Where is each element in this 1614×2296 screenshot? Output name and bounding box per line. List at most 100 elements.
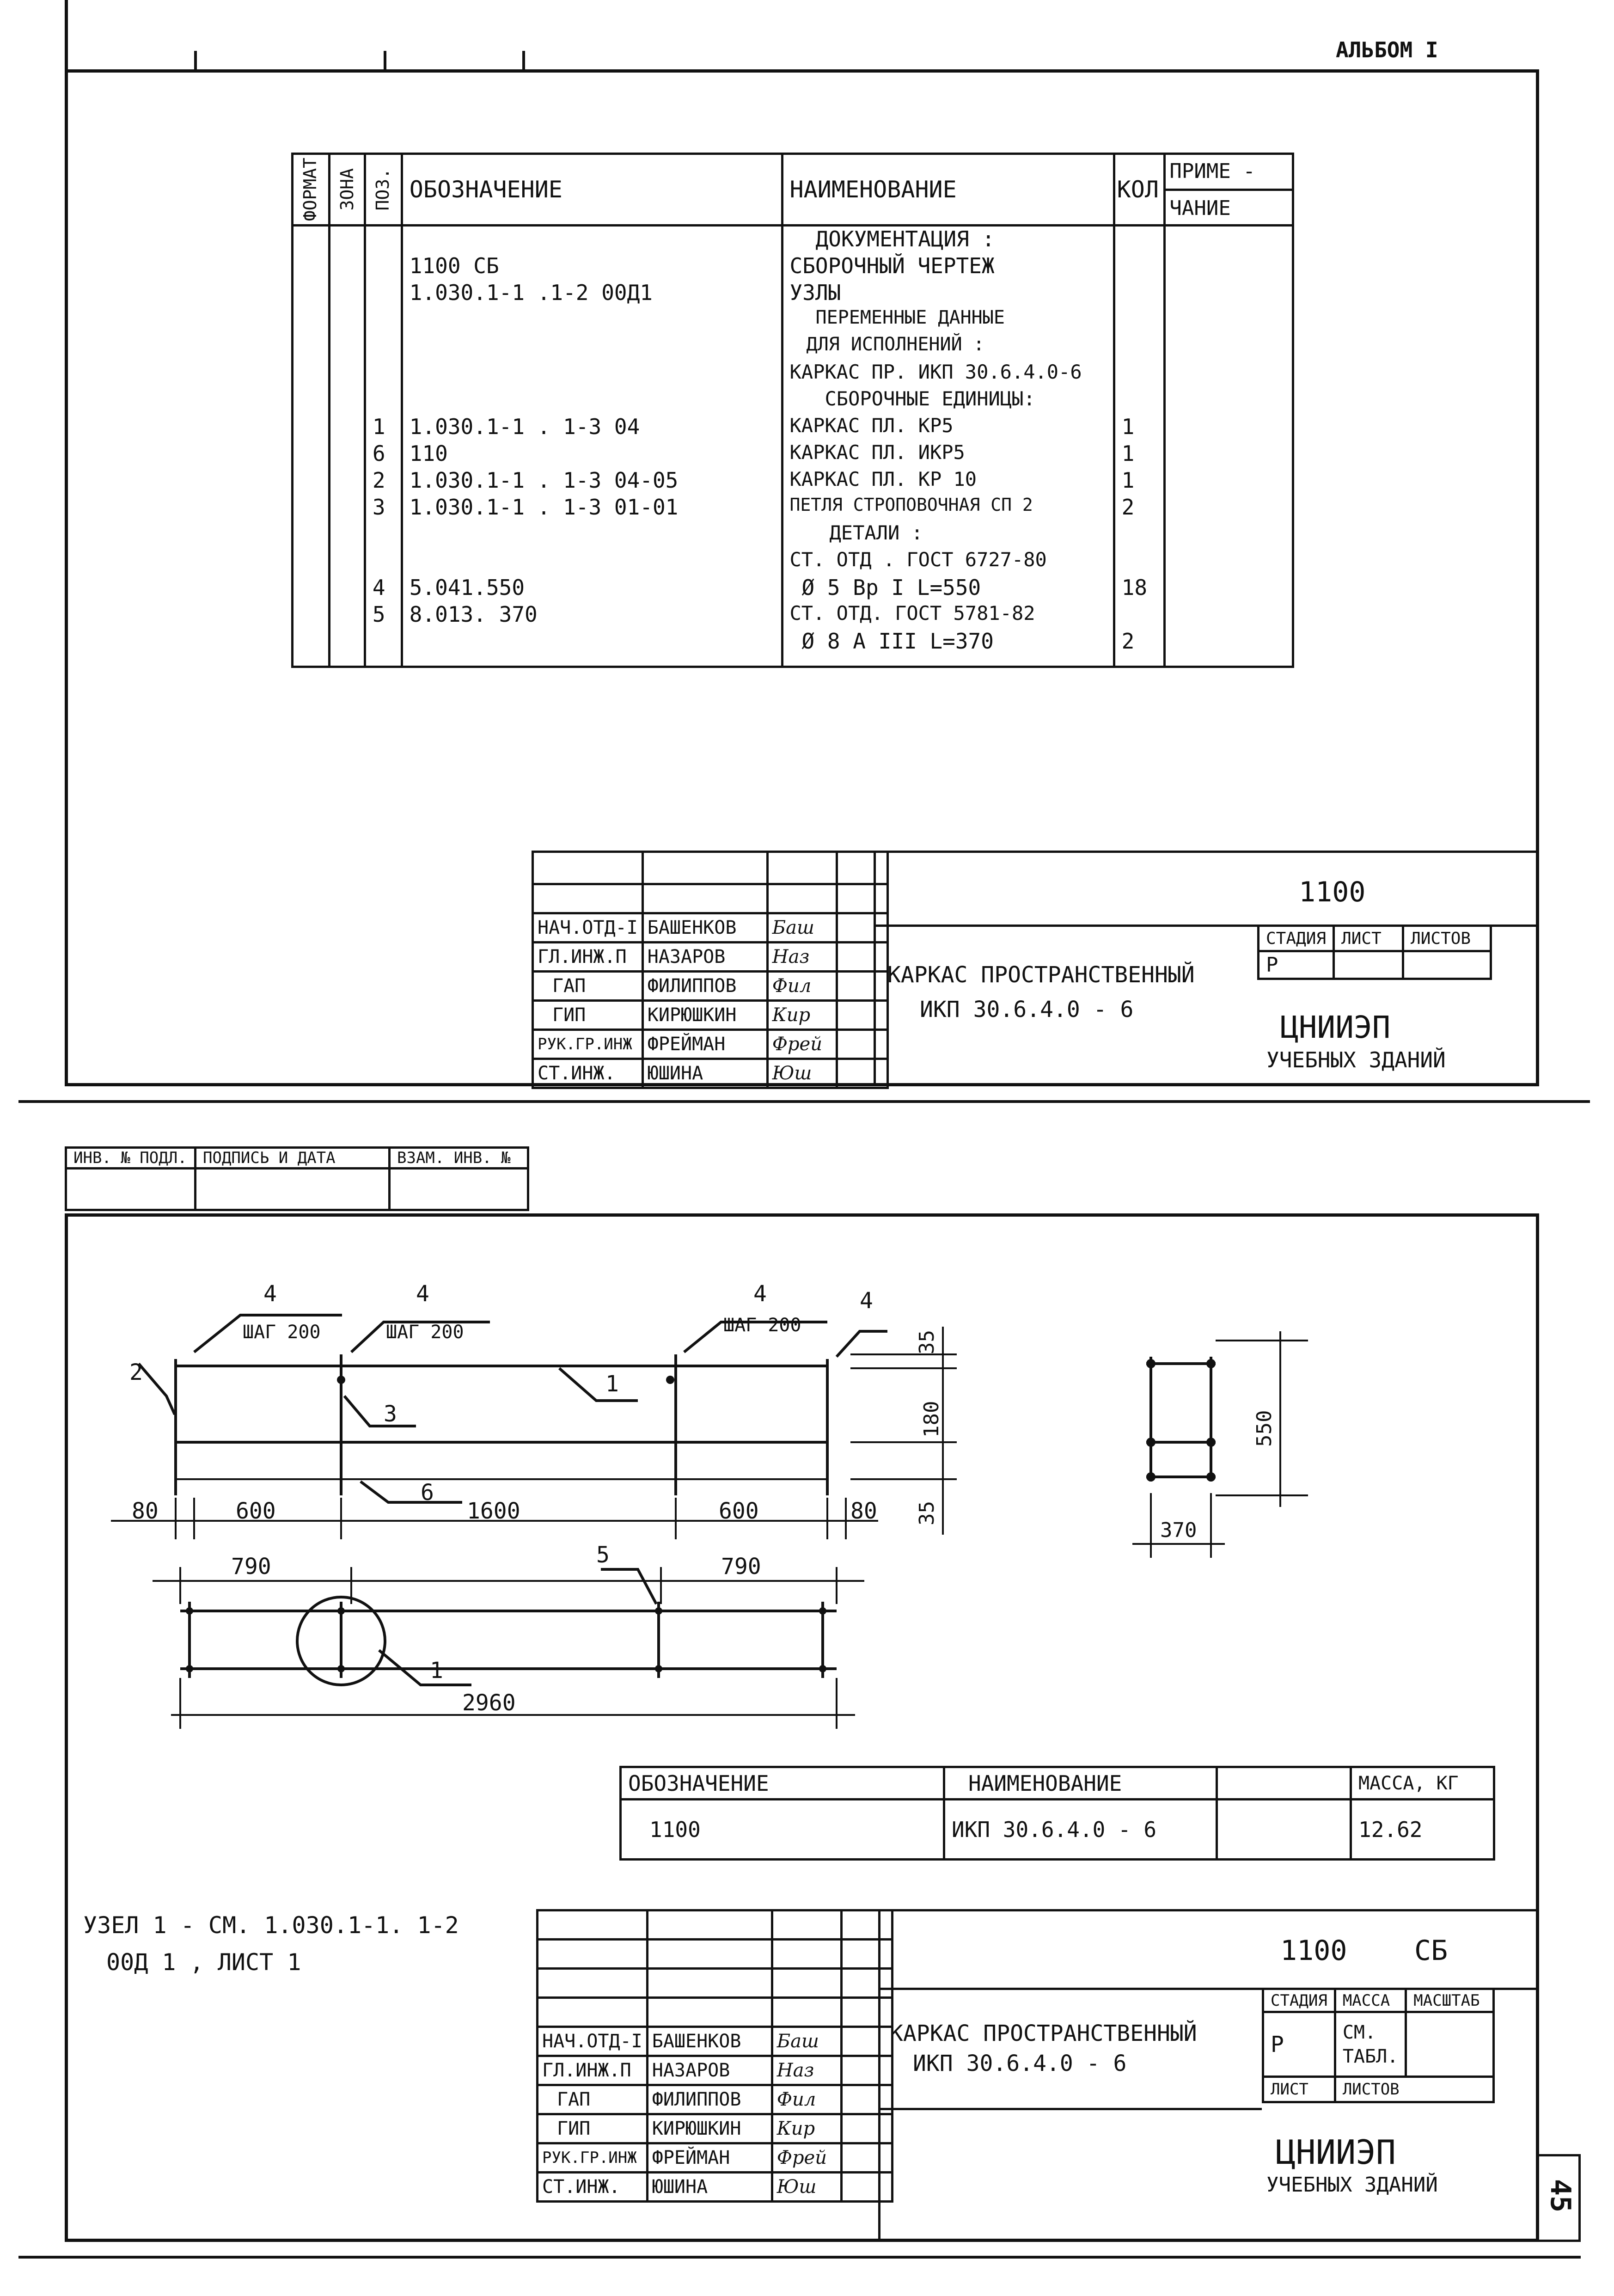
sheet2-titleblock-divider	[878, 1988, 1539, 1990]
spec-header-note: ПРИМЕ - ЧАНИЕ	[1163, 153, 1294, 227]
pos-label-1-plan: 1	[430, 1658, 443, 1684]
sheet1-top-tick-2	[384, 51, 386, 72]
sheet1-top-tick-3	[522, 51, 525, 72]
spec-row: СТ. ОТД . ГОСТ 6727-80	[291, 548, 1294, 575]
sheet2-titleblock-divider-2	[878, 2108, 1262, 2110]
sheet1-titleblock-box	[874, 851, 1539, 1086]
spec-row: ДЕТАЛИ :	[291, 521, 1294, 548]
dim-600-left: 600	[236, 1498, 276, 1524]
mass-value: 12.62	[1350, 1798, 1495, 1861]
pos-label-5: 5	[596, 1542, 610, 1568]
pos-label-4: 4	[860, 1288, 873, 1314]
spec-header-row: ФОРМАТ ЗОНА ПОЗ. ОБОЗНАЧЕНИЕ НАИМЕНОВАНИ…	[291, 153, 1294, 227]
leader-pos1-plan	[378, 1649, 471, 1686]
mass-header-mass: МАССА, КГ	[1350, 1766, 1495, 1800]
spec-row: ДЛЯ ИСПОЛНЕНИЙ :	[291, 334, 1294, 361]
dim-1600: 1600	[467, 1498, 520, 1524]
dim-180: 180	[920, 1401, 943, 1438]
sheet1-title-line1: КАРКАС ПРОСТРАНСТВЕННЫЙ	[887, 962, 1195, 988]
spec-header-name: НАИМЕНОВАНИЕ	[781, 153, 1115, 227]
spec-header-qty: КОЛ	[1113, 153, 1166, 227]
pos-label-4: 4	[753, 1281, 767, 1307]
sheet2-title-line2: ИКП 30.6.4.0 - 6	[913, 2051, 1127, 2076]
sheet1-org-sub: УЧЕБНЫХ ЗДАНИЙ	[1266, 1047, 1446, 1072]
pos-label-4: 4	[263, 1281, 277, 1307]
spec-header-pos: ПОЗ.	[363, 153, 403, 227]
sheet2-title-line1: КАРКАС ПРОСТРАНСТВЕННЫЙ	[890, 2020, 1197, 2046]
leader-pos1	[558, 1367, 638, 1402]
dim-80-right: 80	[850, 1498, 877, 1524]
spec-row: ПЕРЕМЕННЫЕ ДАННЫЕ	[291, 307, 1294, 334]
sheet1-top-tick-1	[194, 51, 197, 72]
spec-row: ДОКУМЕНТАЦИЯ :	[291, 224, 1294, 253]
sheet1-drawing-code: 1100	[1299, 876, 1366, 908]
dim-35-bottom: 35	[915, 1501, 939, 1525]
step-label: ШАГ 200	[243, 1322, 321, 1343]
pos-label-6: 6	[421, 1480, 434, 1506]
step-leader	[193, 1314, 342, 1353]
specification-table: ФОРМАТ ЗОНА ПОЗ. ОБОЗНАЧЕНИЕ НАИМЕНОВАНИ…	[291, 153, 1294, 668]
dim-600-right: 600	[719, 1498, 759, 1524]
dim-2960: 2960	[462, 1690, 516, 1716]
sheet2-drawing-code: 1100	[1280, 1935, 1347, 1967]
spec-row: СБОРОЧНЫЕ ЕДИНИЦЫ:	[291, 387, 1294, 414]
pos-label-2: 2	[129, 1359, 143, 1385]
album-mark: АЛЬБОМ I	[1336, 37, 1438, 62]
page-number-box	[1539, 2154, 1581, 2242]
step-leader	[683, 1321, 827, 1353]
spec-row: КАРКАС ПР. ИКП 30.6.4.0-6	[291, 361, 1294, 387]
sheet1-titleblock-divider	[874, 925, 1539, 927]
step-leader	[835, 1330, 887, 1358]
sheet2-org-sub: УЧЕБНЫХ ЗДАНИЙ	[1266, 2173, 1438, 2197]
dim-550: 550	[1253, 1410, 1276, 1447]
leader-pos2	[137, 1363, 176, 1415]
step-label: ШАГ 200	[386, 1322, 464, 1343]
mass-name: ИКП 30.6.4.0 - 6	[943, 1798, 1218, 1861]
spec-header-zone: ЗОНА	[328, 153, 366, 227]
spec-header-designation: ОБОЗНАЧЕНИЕ	[400, 153, 783, 227]
mass-designation: 1100	[619, 1798, 945, 1861]
leader-pos5	[601, 1568, 658, 1605]
bottom-rule	[18, 2256, 1581, 2259]
dim-35-top: 35	[915, 1330, 939, 1354]
sheet1-org-name: ЦНИИЭП	[1280, 1010, 1391, 1045]
sheet1-top-strip	[65, 0, 68, 72]
sheet2-org-name: ЦНИИЭП	[1276, 2133, 1396, 2172]
leader-pos3	[343, 1395, 416, 1427]
node-note-line1: УЗЕЛ 1 - СМ. 1.030.1-1. 1-2	[83, 1912, 459, 1939]
mass-header-name: НАИМЕНОВАНИЕ	[943, 1766, 1218, 1800]
leader-pos6	[360, 1480, 462, 1504]
pos-label-3: 3	[384, 1401, 397, 1427]
mass-header-designation: ОБОЗНАЧЕНИЕ	[619, 1766, 945, 1800]
sheet1-title-line2: ИКП 30.6.4.0 - 6	[920, 997, 1134, 1022]
sheet2-frame	[65, 1213, 1539, 2242]
pos-label-4: 4	[416, 1281, 429, 1307]
